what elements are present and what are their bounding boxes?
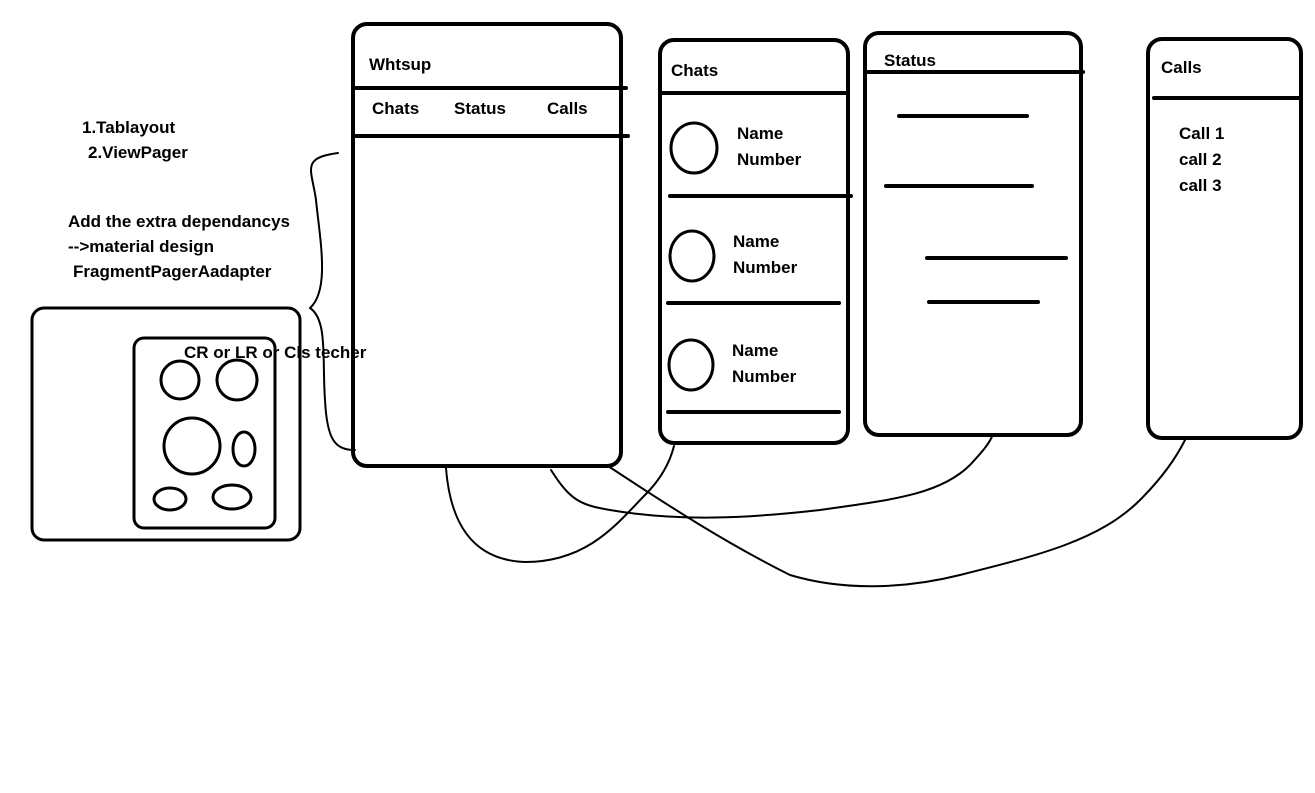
chat-item-name: Name — [732, 341, 778, 360]
avatar — [669, 121, 719, 175]
chat-item-number: Number — [737, 150, 802, 169]
call-item: call 2 — [1179, 150, 1222, 169]
calls-screen-frame — [1146, 37, 1303, 440]
chat-item-number: Number — [732, 367, 797, 386]
main-screen-frame — [351, 22, 623, 468]
note-viewpager: 2.ViewPager — [88, 143, 188, 162]
note-material-design: -->material design — [68, 237, 214, 256]
connector-status — [550, 433, 994, 519]
layout-circle-large — [162, 416, 222, 476]
chats-screen-frame — [658, 38, 850, 445]
call-item: Call 1 — [1179, 124, 1224, 143]
avatar — [667, 338, 715, 392]
avatar — [668, 229, 716, 283]
layout-oval-2 — [152, 486, 188, 512]
call-item: call 3 — [1179, 176, 1222, 195]
tab-calls[interactable]: Calls — [547, 99, 588, 118]
main-screen-title: Whtsup — [369, 55, 431, 74]
chat-item-name: Name — [737, 124, 783, 143]
connector-calls — [607, 439, 1186, 588]
tab-status[interactable]: Status — [454, 99, 506, 118]
note-fragment-pager-adapter: FragmentPagerAadapter — [73, 262, 272, 281]
chats-screen-title: Chats — [671, 61, 718, 80]
note-layouts: CR or LR or Cls techer — [184, 343, 367, 362]
note-tablayout: 1.Tablayout — [82, 118, 176, 137]
note-dependencies: Add the extra dependancys — [68, 212, 290, 231]
layout-circle-1 — [159, 359, 201, 401]
device-outline — [30, 306, 302, 542]
chat-item-name: Name — [733, 232, 779, 251]
layout-circle-2 — [215, 358, 259, 402]
status-screen-frame — [863, 31, 1083, 437]
status-screen-title: Status — [884, 51, 936, 70]
layout-oval-3 — [211, 483, 253, 511]
device-inner-panel — [132, 336, 277, 530]
calls-screen-title: Calls — [1161, 58, 1202, 77]
brace-connector — [309, 152, 356, 451]
layout-oval-1 — [231, 430, 257, 468]
connector-chats — [445, 445, 675, 563]
chat-item-number: Number — [733, 258, 798, 277]
tab-chats[interactable]: Chats — [372, 99, 419, 118]
